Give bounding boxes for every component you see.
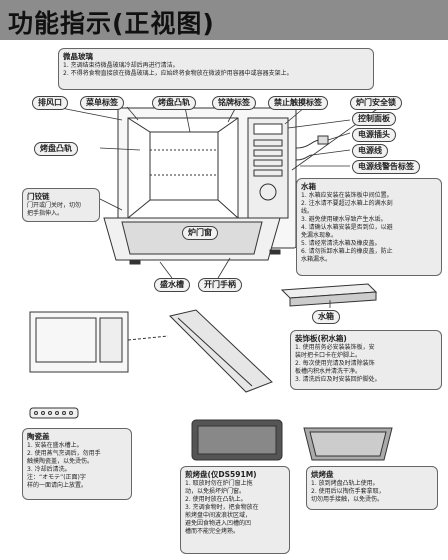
label-door-handle: 开门手柄 [198,278,242,292]
hinge-note-title: 门铰链 [27,192,50,201]
header-bar: 功能指示(正视图) [0,0,448,40]
trim-note-line: 板槽内积水并清洗干净。 [295,368,362,375]
ceramic-note-title: 陶瓷盖 [27,432,50,441]
water-tank-note-line: 2. 注水请不要超过水箱上的满水刻 [301,200,393,207]
ceramic-note-line: 3. 冷却后清洗。 [27,466,71,473]
trim-note-line: 3. 清洗后应及时安装回炉脚处。 [295,376,381,383]
power-plug [317,135,329,145]
water-tank-note-line: 水箱漏水。 [301,256,332,263]
trim-note: 装饰板(积水箱) 1. 使用前务必安装装饰板，安 装时把卡口卡在炉脚上。 2. … [290,330,442,390]
ceramic-note-line: 1. 安装在盛水槽上。 [27,442,83,449]
bake-tray-note: 烘烤盘 1. 放到烤盘凸轨上使用。 2. 使用后以掏伤手套拿取， 切勿用手接触，… [306,466,438,510]
fry-tray-note-title: 煎烤盘(仅DS591M) [185,470,257,479]
ceramic-note-line: 2. 使用蒸气烹调后，勿用手 [27,450,101,457]
fry-tray-note-line: 动，以免损坏炉门窗。 [185,488,246,495]
trim-note-line: 装时把卡口卡在炉脚上。 [295,352,362,359]
label-rail-left: 烤盘凸轨 [34,142,78,156]
ceramic-note-line: 触摸陶瓷盖，以免烫伤。 [27,458,94,465]
label-plug: 电源插头 [352,128,396,142]
ceramic-cover [29,407,79,419]
fry-tray-note-line: 3. 烹调食物时，把食物放在 [185,504,259,511]
label-control-panel: 控制面板 [352,112,396,126]
page-title: 功能指示(正视图) [8,9,215,38]
glass-note-title: 微晶玻璃 [63,52,93,61]
bake-tray-note-line: 2. 使用后以掏伤手套拿取， [311,488,385,495]
label-drip-tray: 盛水槽 [154,278,190,292]
water-tank-note: 水箱 1. 水箱应安装在装饰板中间位置。 2. 注水请不要超过水箱上的满水刻 线… [296,178,442,276]
bake-tray-note-line: 1. 放到烤盘凸轨上使用。 [311,480,379,487]
trim-note-line: 1. 使用前务必安装装饰板，安 [295,344,375,351]
label-no-touch: 禁止触摸标签 [268,96,328,110]
water-tank-note-line: 5. 请经常清洗水箱及橡皮盖。 [301,240,381,247]
fry-tray-note-line: 避免因食物进入凹槽的凹 [185,520,252,527]
fry-tray-note-line: 2. 使用时放在凸轨上。 [185,496,247,503]
ceramic-note: 陶瓷盖 1. 安装在盛水槽上。 2. 使用蒸气烹调后，勿用手 触摸陶瓷盖，以免烫… [22,428,132,500]
fry-tray-note-line: 煎烤盘中间波浪状区域， [185,512,252,519]
label-door-lock: 炉门安全锁 [350,96,402,110]
label-door-window: 炉门窗 [182,226,218,240]
glass-note: 微晶玻璃 1. 烹调结束待微晶玻璃冷却后再进行清洁。 2. 不得将食物直接放在微… [58,48,374,90]
fry-tray-note-line: 1. 取放时勿在炉门窗上拖 [185,480,253,487]
water-tank-note-title: 水箱 [301,182,316,191]
hinge-note: 门铰链 门开或门关时，切勿 把手指伸入。 [22,188,100,222]
water-tank-note-line: 1. 水箱应安装在装饰板中间位置。 [301,192,393,199]
label-water-tank: 水箱 [312,310,340,324]
trim-board [169,309,273,393]
hinge-note-line: 门开或门关时，切勿 [27,202,82,209]
bake-tray-note-line: 切勿用手接触，以免烫伤。 [311,496,384,503]
glass-note-line: 1. 烹调结束待微晶玻璃冷却后再进行清洁。 [63,62,179,69]
bake-tray-note-title: 烘烤盘 [311,470,334,479]
water-tank-note-line: 6. 请勿拆卸水箱上的橡皮盖，防止 [301,248,393,255]
fry-tray-note: 煎烤盘(仅DS591M) 1. 取放时勿在炉门窗上拖 动，以免损坏炉门窗。 2.… [180,466,290,554]
label-exhaust: 排风口 [32,96,68,110]
water-tank-note-line: 3. 避免使用硬水导致产生水垢。 [301,216,387,223]
water-tank-note-line: 线。 [301,208,314,215]
water-tank-note-line: 4. 请确认水箱安装是否到位，以避 [301,224,393,231]
label-cord: 电源线 [352,144,388,158]
label-rail-upper: 烤盘凸轨 [152,96,196,110]
hinge-note-line: 把手指伸入。 [27,210,64,217]
glass-note-line: 2. 不得将食物直接放在微晶玻璃上，应始终将食物放在微波炉用容器中或容器支架上。 [63,70,293,77]
fry-tray-note-line: 槽而不能完全烤熟。 [185,528,240,535]
ceramic-note-line: 样的一面请向上放置。 [27,482,88,489]
label-nameplate: 铭牌标签 [212,96,256,110]
label-menu: 菜单标签 [80,96,124,110]
water-tank-note-line: 免漏水现象。 [301,232,338,239]
ceramic-note-line: 注：“オモテ”(正面)字 [27,474,86,481]
trim-note-line: 2. 每次使用完请及时清除装饰 [295,360,375,367]
label-cord-warning: 电源线警告标签 [352,160,420,174]
trim-note-title: 装饰板(积水箱) [295,334,347,343]
